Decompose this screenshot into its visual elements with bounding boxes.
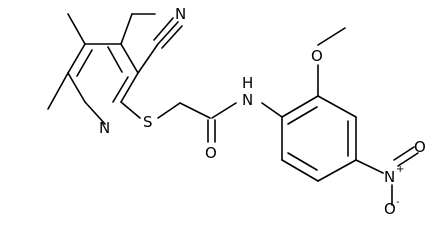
bond-ring <box>67 72 86 103</box>
bond-ring <box>120 13 133 45</box>
bond-ring <box>120 43 139 74</box>
bond-benzene <box>281 95 319 118</box>
bond-nitrile-link <box>137 43 159 74</box>
bond-methyl-top <box>67 13 86 45</box>
bond-benzene <box>317 95 357 118</box>
bond-nitro-o-top <box>397 152 419 167</box>
atom-nitro-nitrogen: N <box>384 168 395 186</box>
bond-benzene-double <box>287 106 318 125</box>
atom-nitrile-nitrogen: N <box>175 5 186 23</box>
bond-ring-double <box>112 76 129 103</box>
bond-n-aryl <box>261 102 283 118</box>
bond-nitrile-triple <box>157 21 179 45</box>
bond-ring-double <box>76 49 93 77</box>
bond-ring <box>120 72 139 103</box>
atom-ring-nitrogen: N <box>99 119 110 137</box>
atom-nitro-oxygen-bottom: O <box>384 200 396 218</box>
bond-ring-double <box>107 46 123 73</box>
atom-thioether-sulfur: S <box>143 113 153 131</box>
bond-nitrile-triple <box>153 17 174 41</box>
atom-nitro-oxygen-top: O <box>414 138 426 156</box>
bond-nitro-o-top-double <box>393 146 415 161</box>
bond-benzene-double <box>287 152 318 171</box>
atom-amide-nitrogen: N <box>242 91 253 109</box>
atom-methoxy-oxygen: O <box>311 47 323 65</box>
charge-nitro-oxygen: - <box>396 197 400 208</box>
bond-nitrile-triple <box>161 25 183 49</box>
bond-benzene <box>281 159 319 182</box>
bond-ch2-co <box>179 102 211 119</box>
atom-amide-oxygen: O <box>205 144 217 162</box>
bond-ring <box>67 43 86 74</box>
structure-diagram: N N S H N O O N + O O - <box>47 5 426 218</box>
bond-c-s <box>120 101 141 119</box>
atom-amide-hydrogen: H <box>242 74 253 92</box>
bond-s-ch2 <box>157 102 181 119</box>
bond-benzene <box>317 159 357 182</box>
bond-ring <box>84 101 106 125</box>
bond-o-methyl <box>317 27 346 46</box>
bond-methyl-left <box>47 72 69 110</box>
bond-aryl-nitro <box>355 159 384 174</box>
charge-nitro-nitrogen: + <box>396 164 404 175</box>
molecule-canvas: N N S H N O O N + O O - <box>47 5 426 218</box>
bond-co-n <box>211 102 237 119</box>
